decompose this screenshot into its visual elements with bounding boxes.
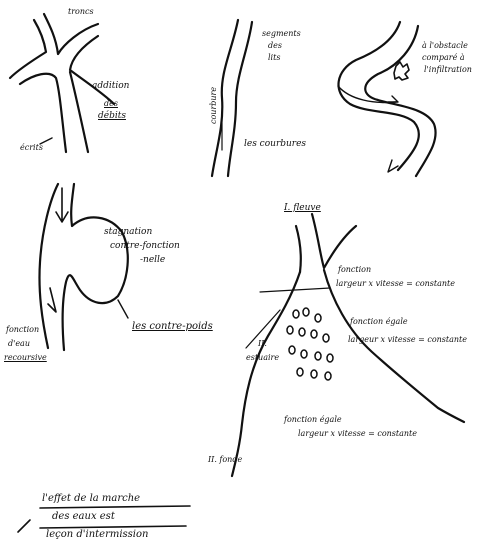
sketch4-inner-label-2: contre-fonction bbox=[110, 242, 180, 251]
sketch1-left-label: écrits bbox=[20, 144, 43, 152]
sketch3-label-3: l'infiltration bbox=[424, 66, 472, 74]
sketch1-label-debits: débits bbox=[98, 112, 126, 121]
sketch-obstacle-bend bbox=[338, 22, 436, 176]
sketch4-inner-label-3: -nelle bbox=[140, 256, 165, 265]
sketch-channel-curvature bbox=[212, 20, 252, 176]
sketch4-left-label-2: d'eau bbox=[8, 340, 30, 348]
footer-line-2: des eaux est bbox=[52, 512, 115, 522]
sketch3-label-2: comparé à bbox=[422, 54, 465, 62]
sketch2-label-segments: segments bbox=[262, 30, 301, 38]
sketch5-label-b1: fonction égale bbox=[350, 318, 408, 326]
sketch5-label-a1: fonction bbox=[338, 266, 371, 274]
sketch3-label-1: à l'obstacle bbox=[422, 42, 468, 50]
sketch2-vertical-label: courbure bbox=[210, 87, 218, 124]
sketch4-inner-label-1: stagnation bbox=[104, 228, 152, 237]
sketch5-label-b2: largeur x vitesse = constante bbox=[348, 336, 467, 344]
sketch2-label-des: des bbox=[268, 42, 282, 50]
sketch1-label-addition: addition bbox=[92, 82, 129, 91]
sketch1-label-des: des bbox=[104, 100, 118, 108]
sketch4-left-label-1: fonction bbox=[6, 326, 39, 334]
sketch4-left-label-3: recoursive bbox=[4, 354, 47, 362]
sketch5-left-label-1: II. bbox=[258, 340, 267, 348]
footer-line-3: leçon d'intermission bbox=[46, 530, 148, 540]
sketch5-top-label: I. fleuve bbox=[284, 204, 321, 213]
sketch4-right-label: les contre-poids bbox=[132, 322, 213, 332]
sketch5-label-c1: fonction égale bbox=[284, 416, 342, 424]
sketch5-label-c2: largeur x vitesse = constante bbox=[298, 430, 417, 438]
sketch5-bottom-label: II. fonde bbox=[208, 456, 242, 464]
sketch1-top-label: troncs bbox=[68, 8, 94, 16]
sketch5-label-a2: largeur x vitesse = constante bbox=[336, 280, 455, 288]
sketch2-bottom-label: les courbures bbox=[244, 140, 306, 149]
sketch5-left-label-2: estuaire bbox=[246, 354, 279, 362]
sketch-stagnation bbox=[39, 184, 128, 350]
sketch-delta-sediment bbox=[287, 308, 333, 380]
sketch2-label-lits: lits bbox=[268, 54, 280, 62]
footer-line-1: l'effet de la marche bbox=[42, 494, 140, 504]
